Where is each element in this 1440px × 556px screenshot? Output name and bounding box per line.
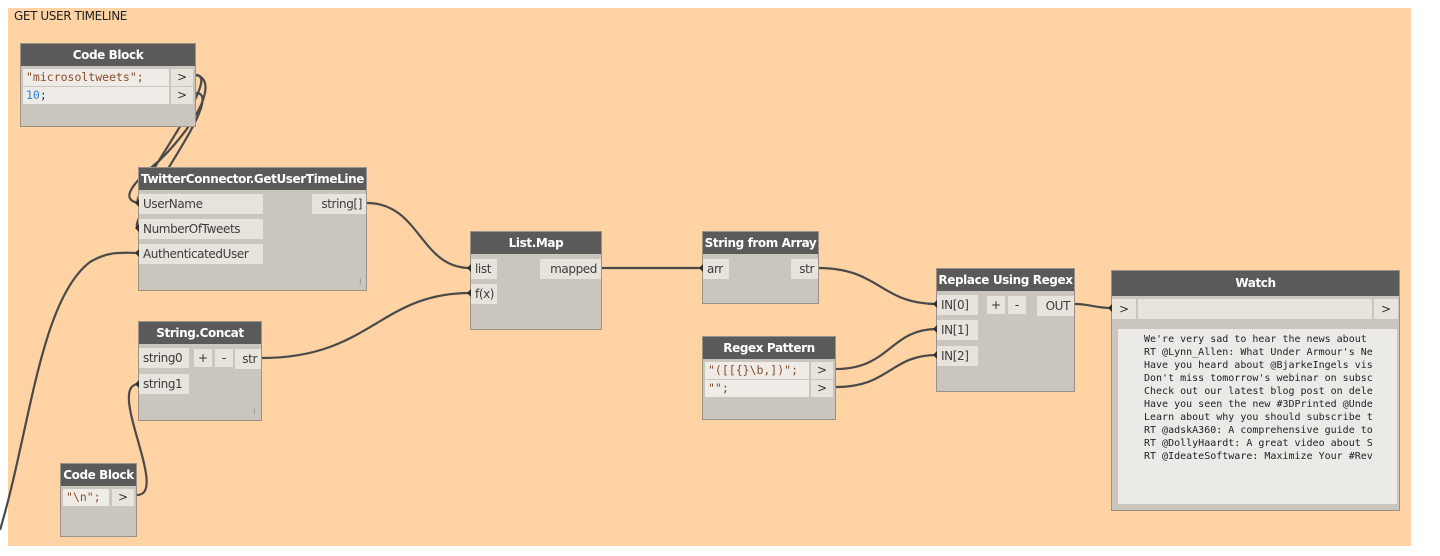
output-port[interactable]: > bbox=[171, 69, 193, 86]
input-marker bbox=[135, 380, 139, 388]
input-marker bbox=[933, 325, 937, 333]
string-concat-node[interactable]: String.Concat string0 string1 + - str ⁞ bbox=[138, 321, 262, 421]
output-port[interactable]: > bbox=[171, 87, 193, 104]
input-marker bbox=[1108, 304, 1112, 312]
node-title: Watch bbox=[1112, 271, 1399, 296]
watch-output-line: Don't miss tomorrow's webinar on subsc bbox=[1144, 373, 1373, 384]
remove-input-button[interactable]: - bbox=[1008, 296, 1026, 314]
string-from-array-node[interactable]: String from Array arr str bbox=[702, 231, 819, 304]
code-line-2[interactable]: ""; bbox=[705, 380, 809, 397]
wire-out-to-watch bbox=[1074, 302, 1113, 310]
watch-output-line: We're very sad to hear the news about bbox=[1144, 334, 1367, 345]
watch-node[interactable]: Watch > > We're very sad to hear the new… bbox=[1111, 270, 1400, 511]
input-port-authenticated-user[interactable]: AuthenticatedUser bbox=[139, 244, 263, 264]
input-port-in2[interactable]: IN[2] bbox=[937, 346, 978, 366]
watch-output-area[interactable]: We're very sad to hear the news about RT… bbox=[1118, 329, 1397, 504]
resize-grip[interactable]: ⁞ bbox=[359, 277, 362, 286]
node-title: Code Block bbox=[21, 44, 195, 66]
input-marker bbox=[933, 300, 937, 308]
output-port-mapped[interactable]: mapped bbox=[540, 259, 601, 279]
watch-input-bar bbox=[1138, 299, 1372, 319]
input-port-number-of-tweets[interactable]: NumberOfTweets bbox=[139, 219, 263, 239]
wire-newline-to-string1 bbox=[127, 382, 148, 497]
watch-output-line: Learn about why you should subscribe t bbox=[1144, 412, 1373, 423]
watch-output-line: RT @DollyHaardt: A great video about S bbox=[1144, 438, 1373, 449]
input-marker bbox=[467, 264, 471, 272]
code-block-node[interactable]: Code Block "microsoltweets"; 10; > > bbox=[20, 43, 196, 127]
watch-output-line: RT @adskA360: A comprehensive guide to bbox=[1144, 425, 1373, 436]
node-title: List.Map bbox=[471, 232, 601, 254]
input-port-in1[interactable]: IN[1] bbox=[937, 320, 978, 340]
code-line-1[interactable]: "microsoltweets"; bbox=[23, 69, 169, 86]
code-line-1[interactable]: "\n"; bbox=[63, 489, 109, 506]
node-title: String.Concat bbox=[139, 322, 261, 344]
code-line-1[interactable]: "([[{}\b,])"; bbox=[705, 362, 809, 379]
input-marker bbox=[467, 289, 471, 297]
input-port-fx[interactable]: f(x) bbox=[471, 284, 497, 304]
input-port-username[interactable]: UserName bbox=[139, 194, 263, 214]
output-port-str[interactable]: str bbox=[791, 259, 818, 279]
list-map-node[interactable]: List.Map list f(x) mapped bbox=[470, 231, 602, 330]
wire-authenticated-user bbox=[0, 251, 140, 531]
input-port-arr[interactable]: arr bbox=[703, 259, 729, 279]
input-port-list[interactable]: list bbox=[471, 259, 497, 279]
watch-output-line: RT @Lynn_Allen: What Under Armour's Ne bbox=[1144, 347, 1373, 358]
watch-output-line: Check out our latest blog post on dele bbox=[1144, 386, 1373, 397]
wire-str-to-in0 bbox=[817, 266, 938, 306]
code-line-2[interactable]: 10; bbox=[23, 87, 169, 104]
add-input-button[interactable]: + bbox=[194, 349, 212, 367]
wire-username-loop bbox=[128, 73, 207, 205]
wire-pattern-to-in1 bbox=[835, 327, 938, 371]
output-port[interactable]: > bbox=[112, 489, 134, 506]
input-port-string1[interactable]: string1 bbox=[139, 374, 189, 394]
output-port-string-array[interactable]: string[] bbox=[312, 194, 366, 214]
input-port[interactable]: > bbox=[1112, 299, 1136, 319]
twitter-get-user-timeline-node[interactable]: TwitterConnector.GetUserTimeLine UserNam… bbox=[138, 167, 367, 291]
output-port[interactable]: > bbox=[811, 362, 833, 379]
node-title: Regex Pattern bbox=[703, 337, 835, 359]
node-title: Replace Using Regex bbox=[937, 269, 1074, 291]
wire-str-to-fx bbox=[261, 291, 471, 360]
watch-output-line: Have you heard about @BjarkeIngels vis bbox=[1144, 360, 1373, 371]
input-marker bbox=[933, 351, 937, 359]
resize-grip[interactable]: ⁞ bbox=[253, 407, 256, 416]
input-port-string0[interactable]: string0 bbox=[139, 348, 189, 368]
input-marker bbox=[135, 249, 139, 257]
watch-output-line: Have you seen the new #3DPrinted @Unde bbox=[1144, 399, 1373, 410]
wire-replacement-to-in2 bbox=[835, 353, 938, 389]
add-input-button[interactable]: + bbox=[987, 296, 1005, 314]
input-marker bbox=[699, 264, 703, 272]
node-title: Code Block bbox=[61, 464, 136, 486]
wire-string-to-list bbox=[366, 201, 471, 270]
input-marker bbox=[135, 199, 139, 207]
input-port-in0[interactable]: IN[0] bbox=[937, 295, 978, 315]
remove-input-button[interactable]: - bbox=[215, 349, 233, 367]
output-port-out[interactable]: OUT bbox=[1037, 296, 1074, 316]
input-marker bbox=[135, 224, 139, 232]
node-title: TwitterConnector.GetUserTimeLine bbox=[139, 168, 366, 190]
regex-pattern-node[interactable]: Regex Pattern "([[{}\b,])"; ""; > > bbox=[702, 336, 836, 420]
watch-output-line: RT @IdeateSoftware: Maximize Your #Rev bbox=[1144, 451, 1373, 462]
output-port-str[interactable]: str bbox=[235, 349, 261, 369]
code-block-node[interactable]: Code Block "\n"; > bbox=[60, 463, 137, 537]
node-title: String from Array bbox=[703, 232, 818, 254]
replace-using-regex-node[interactable]: Replace Using Regex IN[0] IN[1] IN[2] + … bbox=[936, 268, 1075, 392]
output-port[interactable]: > bbox=[1374, 299, 1398, 319]
group-title: GET USER TIMELINE bbox=[14, 9, 127, 23]
output-port[interactable]: > bbox=[811, 380, 833, 397]
